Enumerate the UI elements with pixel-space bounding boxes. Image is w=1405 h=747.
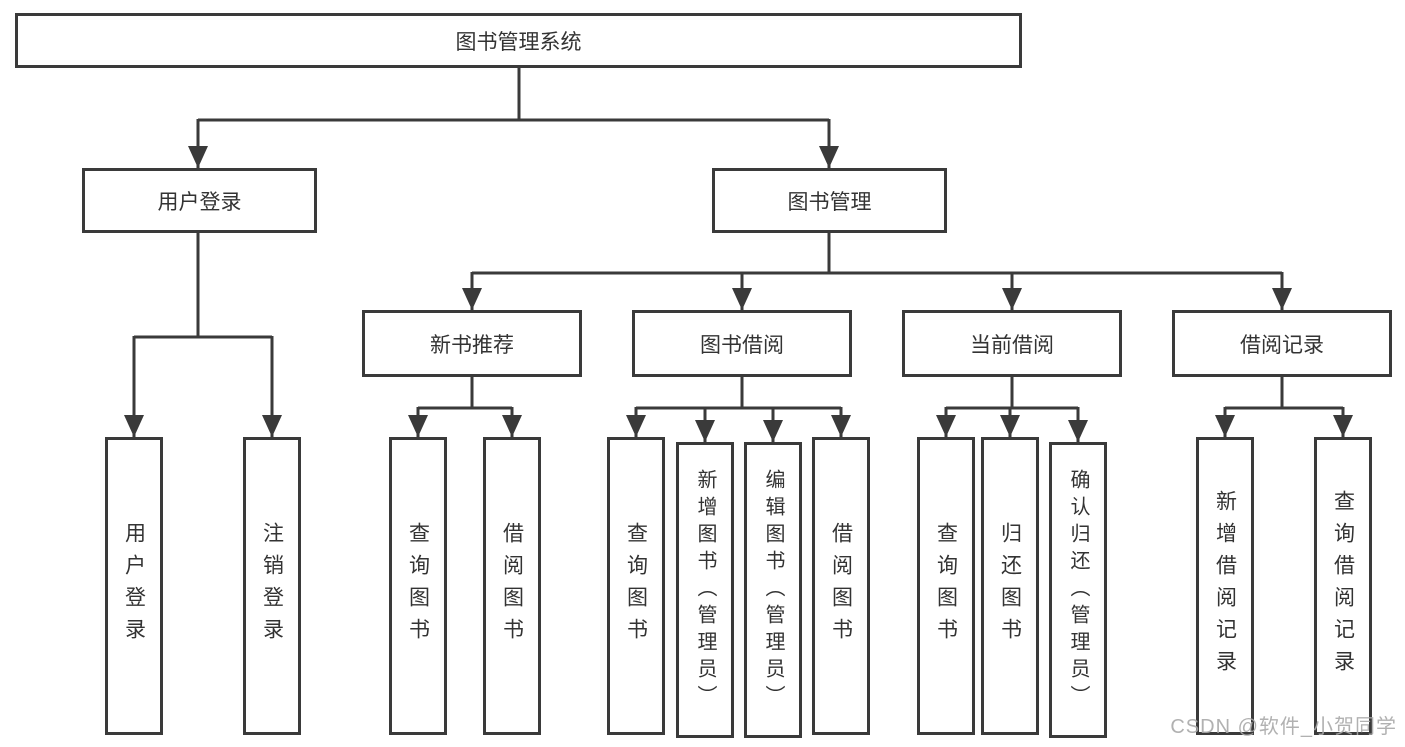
leaf-borrow-books-recommend: 借阅图书 [483, 437, 541, 735]
leaf-confirm-return-admin: 确认归还（管理员） [1049, 442, 1107, 738]
leaf-edit-book-admin: 编辑图书（管理员） [744, 442, 802, 738]
leaf-query-books-borrowing-label: 查询图书 [624, 522, 648, 650]
node-book-borrowing: 图书借阅 [632, 310, 852, 377]
connector-user-login-children [124, 231, 282, 437]
leaf-logout-label: 注销登录 [260, 522, 284, 650]
leaf-edit-book-admin-label: 编辑图书（管理员） [762, 468, 784, 712]
connector-borrow-record-children [1215, 375, 1353, 437]
leaf-user-login: 用户登录 [105, 437, 163, 735]
connector-root-to-level2 [188, 66, 839, 168]
node-book-management-label: 图书管理 [787, 190, 872, 214]
node-new-book-recommend: 新书推荐 [362, 310, 582, 377]
node-current-borrowing: 当前借阅 [902, 310, 1122, 377]
leaf-query-books-recommend: 查询图书 [389, 437, 447, 735]
leaf-add-borrow-record-label: 新增借阅记录 [1213, 490, 1237, 682]
leaf-borrow-books-borrowing-label: 借阅图书 [829, 522, 853, 650]
csdn-watermark: CSDN @软件_小贺同学 [1170, 716, 1397, 738]
leaf-query-books-current: 查询图书 [917, 437, 975, 735]
connector-new-book-children [408, 375, 522, 437]
node-user-login-label: 用户登录 [157, 190, 242, 214]
leaf-add-book-admin-label: 新增图书（管理员） [694, 468, 716, 712]
leaf-user-login-label: 用户登录 [122, 522, 146, 650]
leaf-return-books: 归还图书 [981, 437, 1039, 735]
node-book-management: 图书管理 [712, 168, 947, 233]
leaf-borrow-books-borrowing: 借阅图书 [812, 437, 870, 735]
leaf-query-books-current-label: 查询图书 [934, 522, 958, 650]
leaf-confirm-return-admin-label: 确认归还（管理员） [1067, 468, 1089, 712]
node-user-login: 用户登录 [82, 168, 317, 233]
connector-book-management-children [462, 231, 1292, 310]
node-borrowing-records: 借阅记录 [1172, 310, 1392, 377]
leaf-add-book-admin: 新增图书（管理员） [676, 442, 734, 738]
connector-current-borrow-children [936, 375, 1088, 442]
leaf-query-borrow-record: 查询借阅记录 [1314, 437, 1372, 735]
connector-book-borrow-children [626, 375, 851, 442]
leaf-borrow-books-recommend-label: 借阅图书 [500, 522, 524, 650]
leaf-query-books-borrowing: 查询图书 [607, 437, 665, 735]
node-library-system: 图书管理系统 [15, 13, 1022, 68]
leaf-query-books-recommend-label: 查询图书 [406, 522, 430, 650]
node-library-system-label: 图书管理系统 [455, 30, 582, 54]
leaf-add-borrow-record: 新增借阅记录 [1196, 437, 1254, 735]
node-new-book-recommend-label: 新书推荐 [430, 333, 514, 357]
leaf-query-borrow-record-label: 查询借阅记录 [1331, 490, 1355, 682]
node-current-borrowing-label: 当前借阅 [970, 333, 1054, 357]
node-borrowing-records-label: 借阅记录 [1240, 333, 1324, 357]
leaf-return-books-label: 归还图书 [998, 522, 1022, 650]
leaf-logout: 注销登录 [243, 437, 301, 735]
node-book-borrowing-label: 图书借阅 [700, 333, 784, 357]
